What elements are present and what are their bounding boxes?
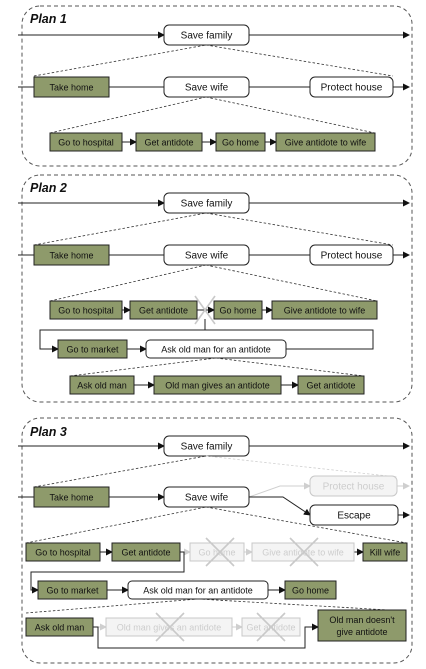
plan-3-title: Plan 3 bbox=[30, 425, 67, 439]
plan-1-title: Plan 1 bbox=[30, 12, 67, 26]
plan-2-protect-house-label: Protect house bbox=[321, 251, 383, 262]
plan-3-ask-old-man-node bbox=[25, 617, 94, 637]
plan-2-go-home-node bbox=[213, 300, 263, 320]
plan-3-go-to-hospital-label: Go to hospital bbox=[35, 548, 91, 558]
plan-1-go-home-node bbox=[215, 132, 266, 152]
plan-1-panel: Plan 1 Save family Take home Save wife P… bbox=[18, 5, 413, 167]
plan-3-ask-old-man-antidote-label: Ask old man for an antidote bbox=[143, 586, 253, 596]
plan-1-save-family-label: Save family bbox=[181, 31, 233, 42]
plan-3-frame bbox=[21, 417, 413, 664]
plan-3-protect-house-node bbox=[309, 475, 398, 497]
plan-2-go-to-market-label: Go to market bbox=[66, 345, 119, 355]
plan-3-failure-cross-icon-2 bbox=[289, 537, 319, 567]
plan-2-go-to-market-node bbox=[57, 339, 128, 359]
plan-2-frame bbox=[21, 174, 413, 403]
plan-2-old-man-gives-label: Old man gives an antidote bbox=[165, 381, 270, 391]
plan-3-go-home-label: Go home bbox=[198, 548, 235, 558]
plan-3-go-home-2-node bbox=[284, 580, 337, 600]
plan-3-save-family-label: Save family bbox=[181, 442, 233, 453]
plan-2-go-to-hospital-node bbox=[49, 300, 123, 320]
plan-2-get-antidote-2-node bbox=[297, 375, 365, 395]
plan-3-panel: Plan 3 Save family Take home Save wife P… bbox=[18, 417, 413, 664]
plan-1-frame bbox=[21, 5, 413, 167]
plan-1-get-antidote-label: Get antidote bbox=[144, 138, 193, 148]
plan-1-give-antidote-label: Give antidote to wife bbox=[285, 138, 367, 148]
plan-2-protect-house-node bbox=[309, 244, 394, 266]
plan-3-failure-cross-icon-3 bbox=[155, 612, 185, 642]
plan-1-give-antidote-node bbox=[275, 132, 376, 152]
plan-2-go-home-label: Go home bbox=[219, 306, 256, 316]
plan-3-go-home-node bbox=[189, 542, 245, 562]
plan-2-ask-old-man-node bbox=[69, 375, 135, 395]
plan-3-go-to-market-label: Go to market bbox=[46, 586, 99, 596]
plan-3-kill-wife-label: Kill wife bbox=[370, 548, 401, 558]
plan-3-failure-cross-icon-1 bbox=[205, 537, 235, 567]
plan-1-go-to-hospital-label: Go to hospital bbox=[58, 138, 114, 148]
plan-3-kill-wife-node bbox=[362, 542, 408, 562]
plan-2-go-to-hospital-label: Go to hospital bbox=[58, 306, 114, 316]
plan-1-go-home-label: Go home bbox=[222, 138, 259, 148]
plan-3-take-home-node bbox=[33, 486, 110, 508]
plan-2-get-antidote-label: Get antidote bbox=[139, 306, 188, 316]
plan-3-protect-house-label: Protect house bbox=[323, 482, 385, 493]
plan-3-ask-old-man-label: Ask old man bbox=[35, 623, 85, 633]
plan-2-take-home-node bbox=[33, 244, 110, 266]
plan-2-old-man-gives-node bbox=[153, 375, 282, 395]
plan-3-go-to-hospital-node bbox=[25, 542, 101, 562]
plan-1-take-home-node bbox=[33, 76, 110, 98]
plan-3-old-man-doesnt-node bbox=[317, 609, 407, 642]
plan-1-protect-house-label: Protect house bbox=[321, 83, 383, 94]
plan-2-give-antidote-node bbox=[271, 300, 378, 320]
plan-3-escape-label: Escape bbox=[337, 511, 371, 522]
plan-3-failure-cross-icon-4 bbox=[256, 612, 286, 642]
plan-2-ask-old-man-label: Ask old man bbox=[77, 381, 127, 391]
plan-1-take-home-label: Take home bbox=[49, 83, 93, 93]
plan-3-go-to-market-node bbox=[37, 580, 108, 600]
plan-3-go-home-2-label: Go home bbox=[292, 586, 329, 596]
plan-3-save-wife-label: Save wife bbox=[185, 493, 229, 504]
plan-3-old-man-doesnt-label-1: Old man doesn't bbox=[329, 615, 395, 625]
plan-3-old-man-doesnt-label-2: give antidote bbox=[336, 627, 387, 637]
plan-2-title: Plan 2 bbox=[30, 181, 67, 195]
plan-2-save-wife-label: Save wife bbox=[185, 251, 229, 262]
plan-2-get-antidote-node bbox=[129, 300, 198, 320]
plan-3-get-antidote-label: Get antidote bbox=[121, 548, 170, 558]
plan-2-failure-cross-icon bbox=[194, 295, 216, 325]
plan-2-give-antidote-label: Give antidote to wife bbox=[284, 306, 366, 316]
plan-1-save-wife-label: Save wife bbox=[185, 83, 229, 94]
plan-2-ask-old-man-antidote-label: Ask old man for an antidote bbox=[161, 345, 271, 355]
plan-3-escape-node bbox=[309, 504, 399, 526]
plan-2-get-antidote-2-label: Get antidote bbox=[306, 381, 355, 391]
plan-3-take-home-label: Take home bbox=[49, 493, 93, 503]
plan-2-save-family-label: Save family bbox=[181, 199, 233, 210]
plan-2-take-home-label: Take home bbox=[49, 251, 93, 261]
plan-1-go-to-hospital-node bbox=[49, 132, 123, 152]
plan-1-protect-house-node bbox=[309, 76, 394, 98]
plan-1-get-antidote-node bbox=[135, 132, 203, 152]
plan-2-panel: Plan 2 Save family Take home Save wife P… bbox=[18, 174, 413, 403]
